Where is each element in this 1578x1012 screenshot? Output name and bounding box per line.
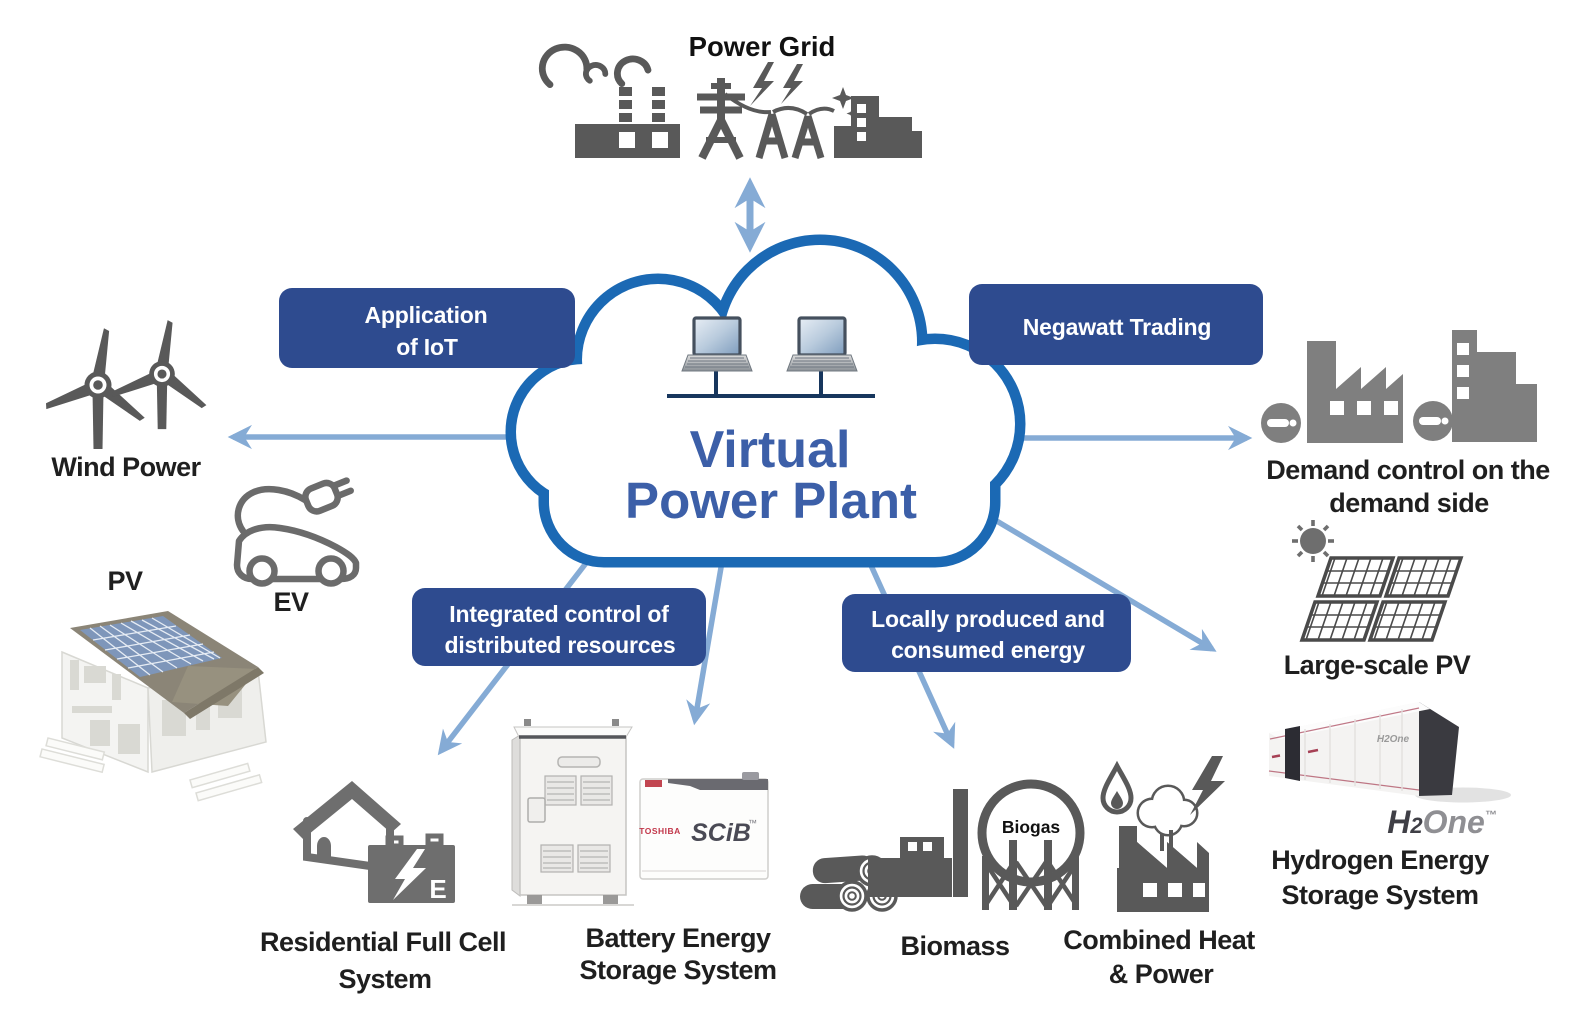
svg-text:& Power: & Power — [1109, 959, 1215, 989]
svg-text:Combined Heat: Combined Heat — [1063, 925, 1255, 955]
svg-text:Storage System: Storage System — [579, 955, 776, 985]
svg-text:Locally produced and: Locally produced and — [871, 606, 1105, 632]
svg-text:System: System — [338, 964, 431, 994]
svg-text:Demand control on the: Demand control on the — [1266, 455, 1550, 485]
svg-text:Biomass: Biomass — [900, 931, 1009, 961]
svg-text:Power Grid: Power Grid — [689, 31, 836, 62]
svg-text:SCiB: SCiB — [691, 819, 751, 847]
svg-text:Integrated control of: Integrated control of — [449, 601, 669, 627]
svg-text:Biogas: Biogas — [1002, 817, 1061, 837]
svg-text:Power Plant: Power Plant — [625, 472, 917, 529]
svg-text:Storage System: Storage System — [1281, 880, 1478, 910]
svg-text:EV: EV — [273, 587, 309, 617]
svg-text:demand side: demand side — [1329, 488, 1489, 518]
svg-text:PV: PV — [107, 566, 143, 596]
svg-text:E: E — [429, 874, 446, 904]
svg-text:H2One™: H2One™ — [1387, 804, 1497, 840]
svg-text:consumed energy: consumed energy — [891, 637, 1085, 663]
svg-text:H2One: H2One — [1377, 734, 1410, 745]
svg-text:Battery Energy: Battery Energy — [585, 923, 771, 953]
svg-text:Application: Application — [364, 302, 487, 328]
svg-text:Hydrogen Energy: Hydrogen Energy — [1271, 845, 1489, 875]
svg-text:Large-scale PV: Large-scale PV — [1284, 650, 1471, 680]
svg-text:Wind Power: Wind Power — [51, 452, 201, 482]
svg-text:Residential Full Cell: Residential Full Cell — [260, 927, 506, 957]
svg-text:distributed resources: distributed resources — [445, 632, 676, 658]
svg-text:Negawatt Trading: Negawatt Trading — [1023, 314, 1212, 340]
svg-text:™: ™ — [748, 818, 757, 828]
svg-text:of IoT: of IoT — [396, 334, 458, 360]
svg-text:Virtual: Virtual — [690, 421, 851, 479]
svg-text:TOSHIBA: TOSHIBA — [639, 826, 681, 836]
